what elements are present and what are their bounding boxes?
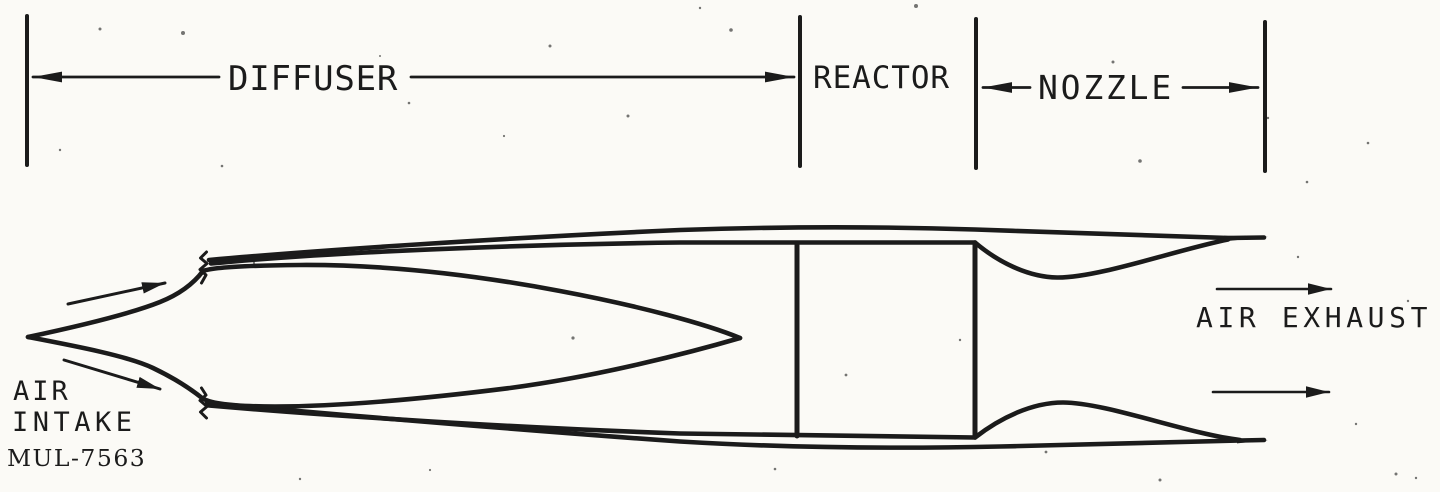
outer-bottom-cowl-line	[204, 400, 1267, 450]
duct-top-wall-line	[208, 240, 978, 266]
labels: AIR INTAKE AIR EXHAUST MUL-7563	[7, 301, 1432, 472]
figure-number-label: MUL-7563	[7, 444, 146, 472]
air-intake-label-line2: INTAKE	[12, 407, 137, 438]
spike-upper-contour-line	[25, 262, 743, 341]
air-intake-label-line1: AIR	[13, 376, 71, 407]
cowl-lip-break-top	[198, 250, 209, 285]
cowl-lip-break-bottom	[198, 386, 209, 420]
noise-speckles	[58, 4, 1418, 482]
air-intake-arrow-upper	[66, 281, 167, 306]
trailing-edge-tip-bottom	[1237, 438, 1268, 444]
reactor-label: REACTOR	[813, 60, 950, 96]
outer-top-cowl-line	[206, 225, 1267, 263]
airflow-arrows	[62, 281, 1333, 398]
nozzle-top-contour-line	[972, 237, 1231, 280]
nozzle-label: NOZZLE	[1038, 68, 1174, 107]
diffuser-label: DIFFUSER	[228, 59, 398, 99]
air-exhaust-label: AIR EXHAUST	[1196, 301, 1432, 334]
engine-cross-section	[25, 225, 1268, 450]
nozzle-bottom-contour-line	[972, 400, 1243, 443]
trailing-edge-tip-top	[1224, 235, 1268, 242]
spike-lower-contour-line	[25, 334, 743, 409]
dimension-annotations: DIFFUSER REACTOR NOZZLE	[25, 14, 1267, 173]
air-intake-arrow-lower	[62, 358, 162, 391]
